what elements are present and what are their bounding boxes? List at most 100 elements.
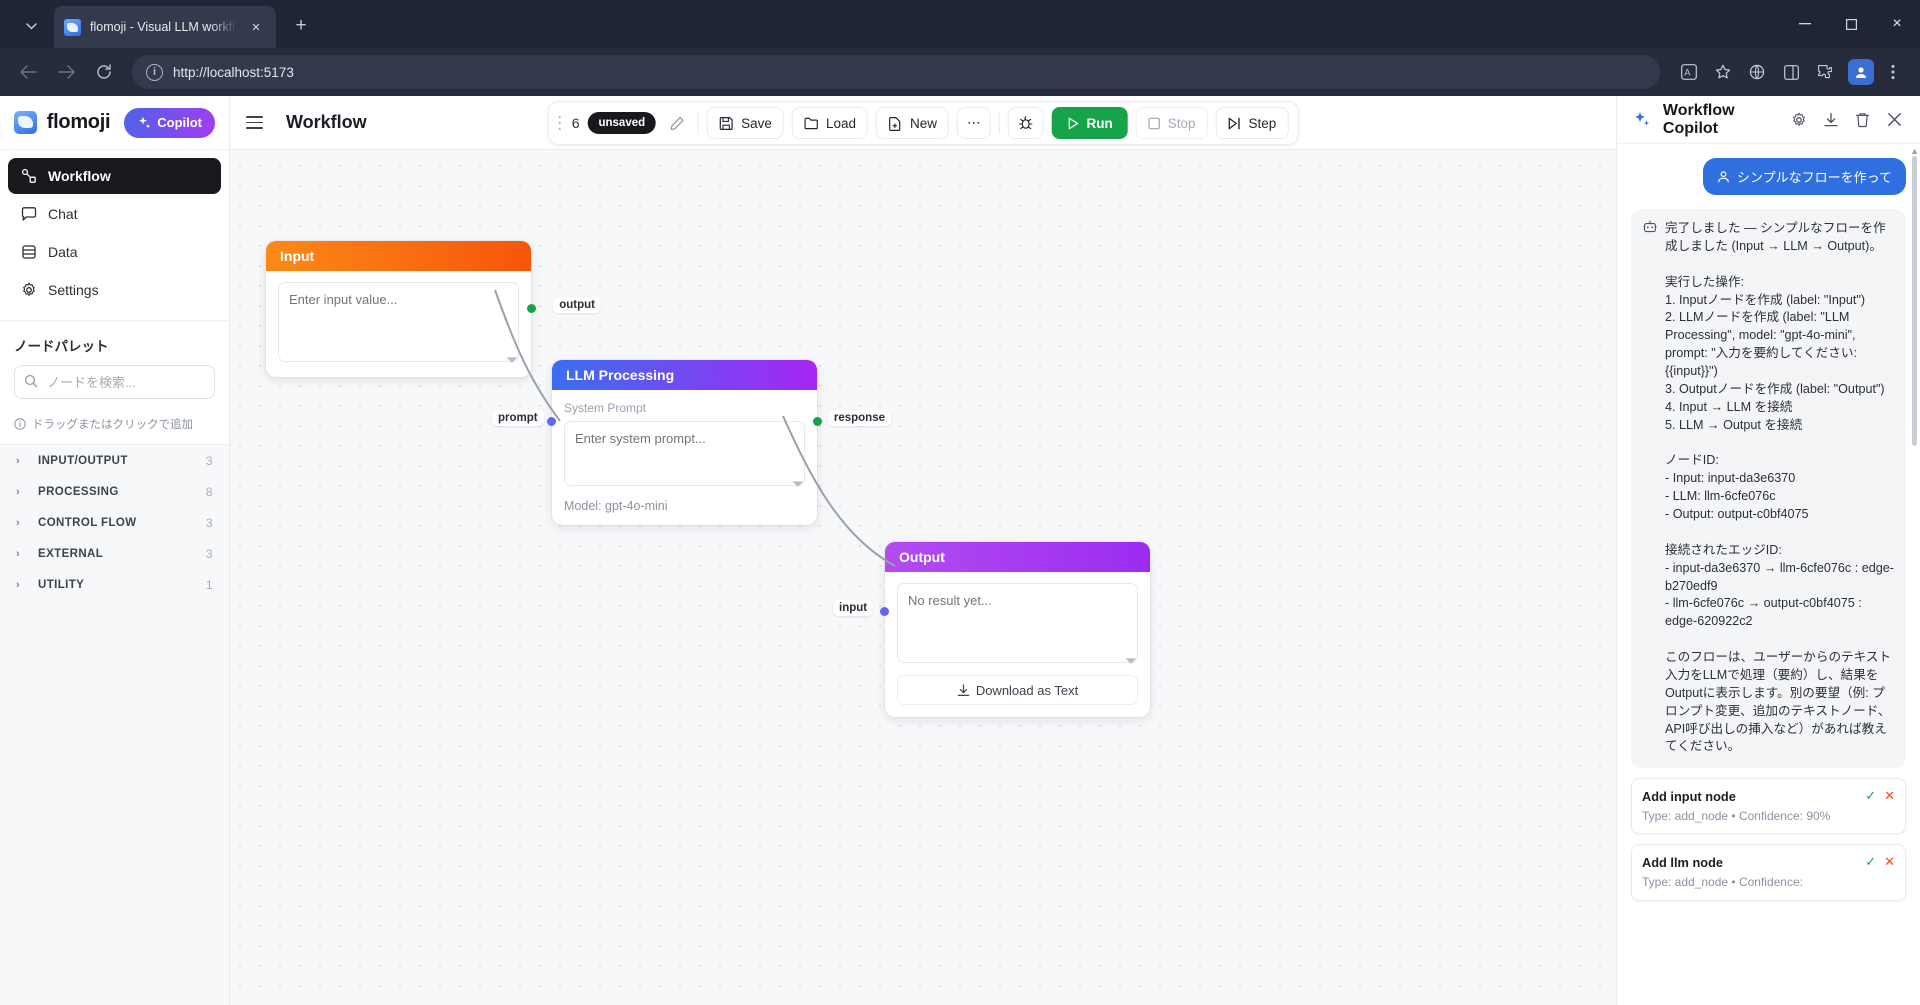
category-control-flow[interactable]: › CONTROL FLOW 3	[0, 507, 229, 538]
save-button[interactable]: Save	[707, 107, 784, 139]
new-button[interactable]: New	[875, 107, 949, 139]
tab-title: flomoji - Visual LLM workflow buil	[90, 20, 237, 34]
bug-icon	[1018, 116, 1033, 130]
minimize-button[interactable]	[1782, 0, 1828, 48]
close-icon[interactable]	[1883, 107, 1906, 133]
node-input-header[interactable]: Input	[266, 241, 531, 271]
url-bar[interactable]: i http://localhost:5173	[132, 55, 1660, 89]
action-card[interactable]: Add llm node ✓ ✕ Type: add_node • Confid…	[1631, 844, 1906, 901]
chevron-right-icon: ›	[16, 516, 21, 529]
info-circle-icon	[14, 418, 26, 430]
reject-icon[interactable]: ✕	[1884, 854, 1895, 870]
download-as-text-button[interactable]: Download as Text	[897, 675, 1138, 705]
sidebar-item-settings[interactable]: Settings	[8, 272, 221, 308]
category-count: 3	[205, 546, 213, 561]
port-output[interactable]	[527, 304, 536, 313]
trash-icon[interactable]	[1851, 107, 1874, 133]
input-value-textarea[interactable]	[278, 282, 519, 362]
window-controls: ×	[1782, 0, 1920, 48]
chat-icon	[20, 206, 37, 223]
browser-menu-icon[interactable]	[1878, 57, 1908, 87]
menu-toggle-icon[interactable]	[246, 109, 274, 137]
port-prompt[interactable]	[547, 417, 556, 426]
browser-omnibar: i http://localhost:5173 A	[0, 48, 1920, 96]
save-label: Save	[741, 115, 772, 131]
port-response[interactable]	[813, 417, 822, 426]
category-input-output[interactable]: › INPUT/OUTPUT 3	[0, 445, 229, 476]
copilot-header: Workflow Copilot	[1617, 96, 1920, 144]
extensions-icon[interactable]	[1810, 57, 1840, 87]
maximize-button[interactable]	[1828, 0, 1874, 48]
action-card[interactable]: Add input node ✓ ✕ Type: add_node • Conf…	[1631, 778, 1906, 835]
stop-button[interactable]: Stop	[1135, 107, 1208, 139]
step-button[interactable]: Step	[1215, 107, 1289, 139]
drag-handle[interactable]	[558, 114, 564, 132]
download-icon[interactable]	[1819, 107, 1842, 133]
workflow-icon	[20, 168, 37, 185]
copilot-scrollbar[interactable]	[1912, 156, 1917, 446]
new-tab-button[interactable]: +	[295, 15, 307, 36]
translate-page-icon[interactable]	[1742, 57, 1772, 87]
brand-header: flomoji Copilot	[0, 96, 229, 150]
reload-icon[interactable]	[88, 56, 120, 88]
search-input[interactable]	[14, 365, 215, 399]
flomoji-logo-icon	[14, 111, 37, 134]
chevron-right-icon: ›	[16, 578, 21, 591]
tab-search-caret-icon[interactable]	[12, 9, 50, 43]
close-tab-icon[interactable]: ×	[251, 18, 261, 36]
node-llm-header[interactable]: LLM Processing	[552, 360, 817, 390]
node-output[interactable]: Output ◢ Download as Text input	[833, 542, 1150, 717]
node-llm[interactable]: LLM Processing System Prompt ◢ Model: gp…	[492, 360, 891, 525]
node-llm-title: LLM Processing	[566, 367, 675, 383]
forward-icon[interactable]	[50, 56, 82, 88]
favicon-icon	[64, 18, 81, 36]
site-info-icon[interactable]: i	[146, 63, 163, 81]
copilot-title: Workflow Copilot	[1662, 101, 1735, 137]
sidebar-item-data[interactable]: Data	[8, 234, 221, 270]
translate-icon[interactable]: A	[1674, 57, 1704, 87]
accept-icon[interactable]: ✓	[1865, 854, 1877, 870]
browser-tab[interactable]: flomoji - Visual LLM workflow buil ×	[54, 6, 276, 48]
workflow-canvas[interactable]: Workflow 6 unsaved Save Load	[230, 96, 1616, 1005]
run-button[interactable]: Run	[1051, 107, 1128, 139]
split-screen-icon[interactable]	[1776, 57, 1806, 87]
sidebar-item-label: Workflow	[48, 168, 111, 184]
port-input[interactable]	[880, 607, 889, 616]
debug-button[interactable]	[1007, 107, 1044, 139]
profile-avatar[interactable]	[1848, 59, 1874, 85]
rename-pencil-icon[interactable]	[664, 110, 690, 136]
scroll-up-arrow-icon[interactable]: ▲	[1910, 146, 1919, 156]
gear-icon[interactable]	[1787, 107, 1810, 133]
output-result-textarea[interactable]	[897, 583, 1138, 663]
copilot-conversation[interactable]: ▲ シンプルなフローを作って 完了しました — シンプルなフローを作成しました …	[1617, 144, 1920, 1005]
category-processing[interactable]: › PROCESSING 8	[0, 476, 229, 507]
category-utility[interactable]: › UTILITY 1	[0, 569, 229, 600]
bookmark-star-icon[interactable]	[1708, 57, 1738, 87]
chevron-right-icon: ›	[16, 454, 21, 467]
load-button[interactable]: Load	[791, 107, 868, 139]
new-file-icon	[889, 116, 901, 131]
accept-icon[interactable]: ✓	[1865, 788, 1877, 804]
palette-hint-label: ドラッグまたはクリックで追加	[32, 419, 193, 431]
sidebar-item-workflow[interactable]: Workflow	[8, 158, 221, 194]
window-close-button[interactable]: ×	[1892, 15, 1902, 32]
copilot-toggle-button[interactable]: Copilot	[124, 107, 215, 138]
gear-icon	[20, 282, 37, 299]
more-options-button[interactable]: ⋯	[957, 107, 991, 139]
node-output-header[interactable]: Output	[885, 542, 1150, 572]
category-external[interactable]: › EXTERNAL 3	[0, 538, 229, 569]
system-prompt-textarea[interactable]	[564, 421, 805, 486]
back-icon[interactable]	[12, 56, 44, 88]
workflow-toolbar: 6 unsaved Save Load New ⋯	[547, 101, 1299, 145]
sidebar-item-label: Chat	[48, 206, 78, 222]
browser-tabstrip: flomoji - Visual LLM workflow buil × + ×	[0, 0, 1920, 48]
sidebar-item-chat[interactable]: Chat	[8, 196, 221, 232]
toolbar-divider	[698, 112, 700, 134]
node-llm-model: Model: gpt-4o-mini	[564, 499, 668, 513]
node-input[interactable]: Input ◢ output	[266, 241, 601, 377]
node-count: 6	[571, 115, 580, 131]
download-label: Download as Text	[975, 682, 1079, 698]
stop-label: Stop	[1167, 115, 1196, 131]
reject-icon[interactable]: ✕	[1884, 788, 1895, 804]
